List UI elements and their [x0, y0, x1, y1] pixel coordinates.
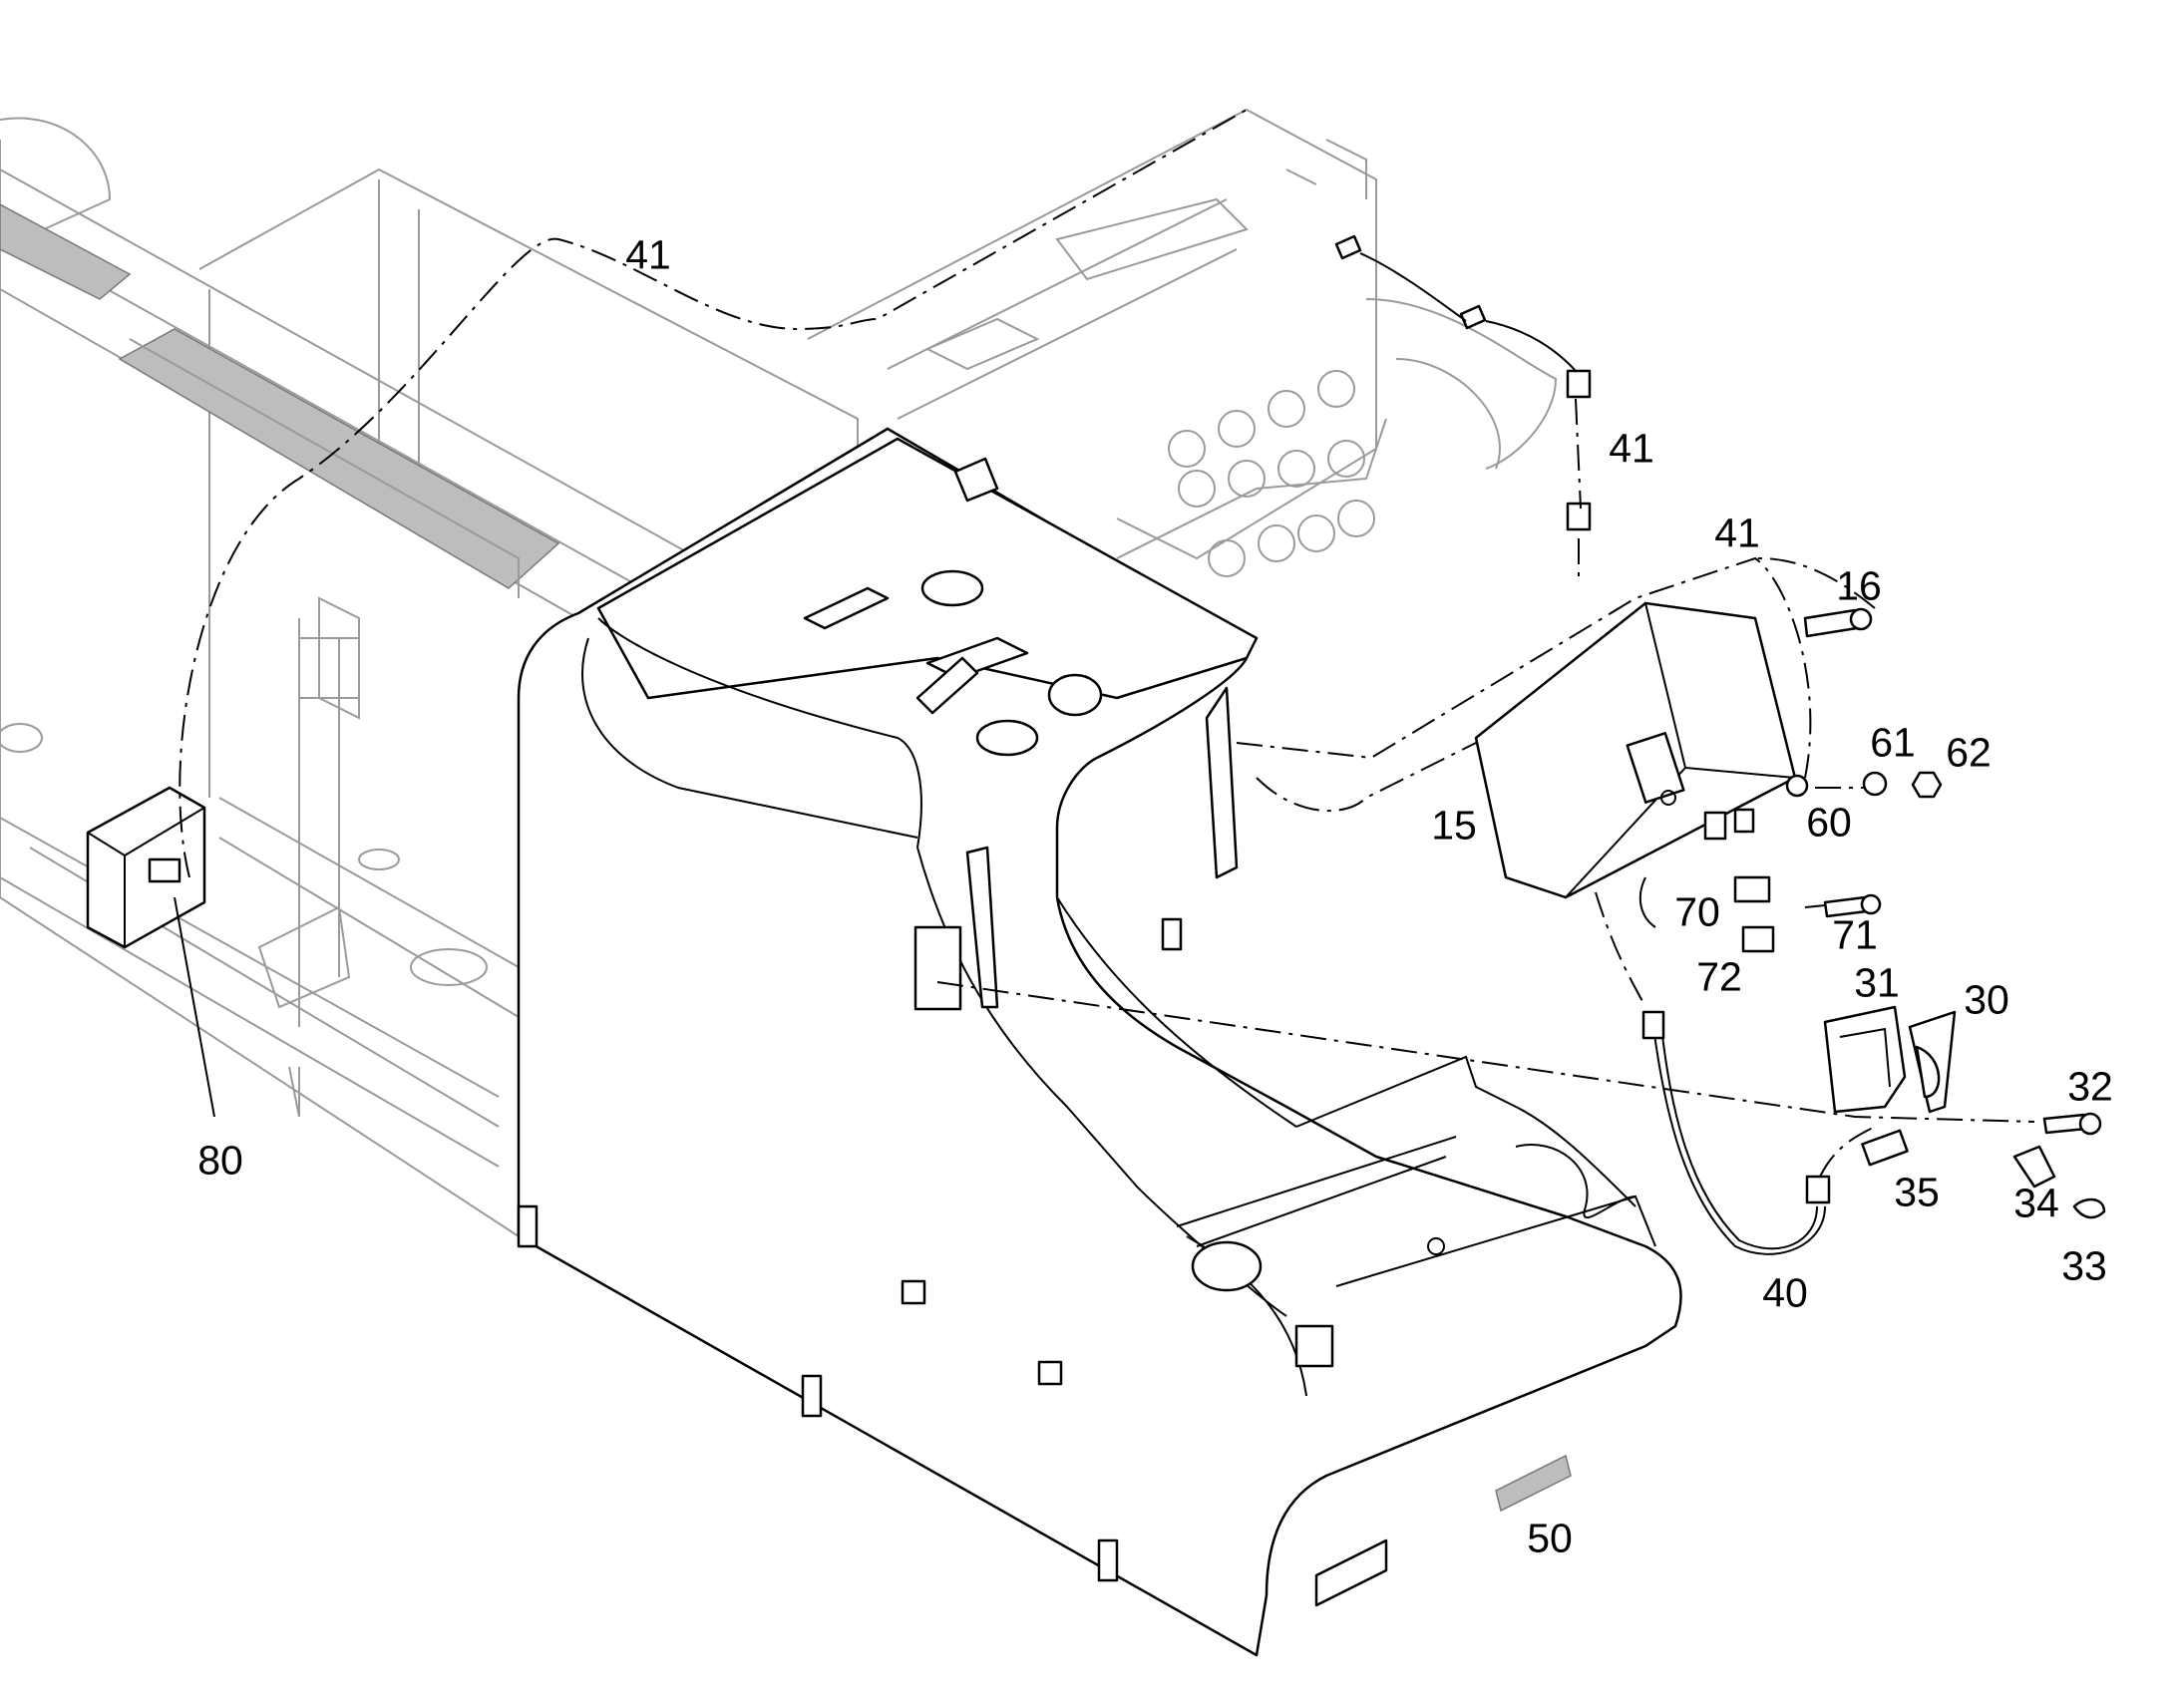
grille-upper	[0, 203, 132, 300]
callout-41-top[interactable]: 41	[625, 231, 671, 278]
hose-grommets	[1334, 234, 1592, 531]
callout-31[interactable]: 31	[1854, 959, 1900, 1006]
callout-41-right[interactable]: 41	[1609, 425, 1654, 472]
callout-72[interactable]: 72	[1696, 953, 1742, 1000]
callout-15[interactable]: 15	[1431, 802, 1477, 849]
callout-41-mid[interactable]: 41	[1714, 510, 1760, 556]
callout-30[interactable]: 30	[1964, 976, 2009, 1023]
callout-40[interactable]: 40	[1762, 1269, 1808, 1316]
callout-50[interactable]: 50	[1527, 1515, 1573, 1561]
callout-61[interactable]: 61	[1870, 719, 1916, 766]
callout-80[interactable]: 80	[197, 1137, 243, 1184]
callout-16[interactable]: 16	[1836, 562, 1882, 609]
callout-62[interactable]: 62	[1946, 729, 1992, 776]
electrical-box	[1474, 601, 1797, 899]
callout-60[interactable]: 60	[1806, 799, 1852, 846]
junction-box-80	[86, 786, 206, 949]
background-frame	[0, 108, 1558, 1238]
callout-71[interactable]: 71	[1832, 911, 1878, 958]
callout-34[interactable]: 34	[2013, 1180, 2059, 1226]
callout-35[interactable]: 35	[1894, 1169, 1940, 1215]
callout-70[interactable]: 70	[1674, 888, 1720, 935]
leader-lines	[174, 896, 215, 1118]
hardware-parts	[1638, 607, 2106, 1255]
callout-32[interactable]: 32	[2067, 1063, 2113, 1110]
callout-33[interactable]: 33	[2061, 1242, 2107, 1289]
grille-long	[118, 328, 560, 589]
console-housing	[517, 427, 1682, 1657]
assembly-lines	[179, 109, 2035, 1178]
